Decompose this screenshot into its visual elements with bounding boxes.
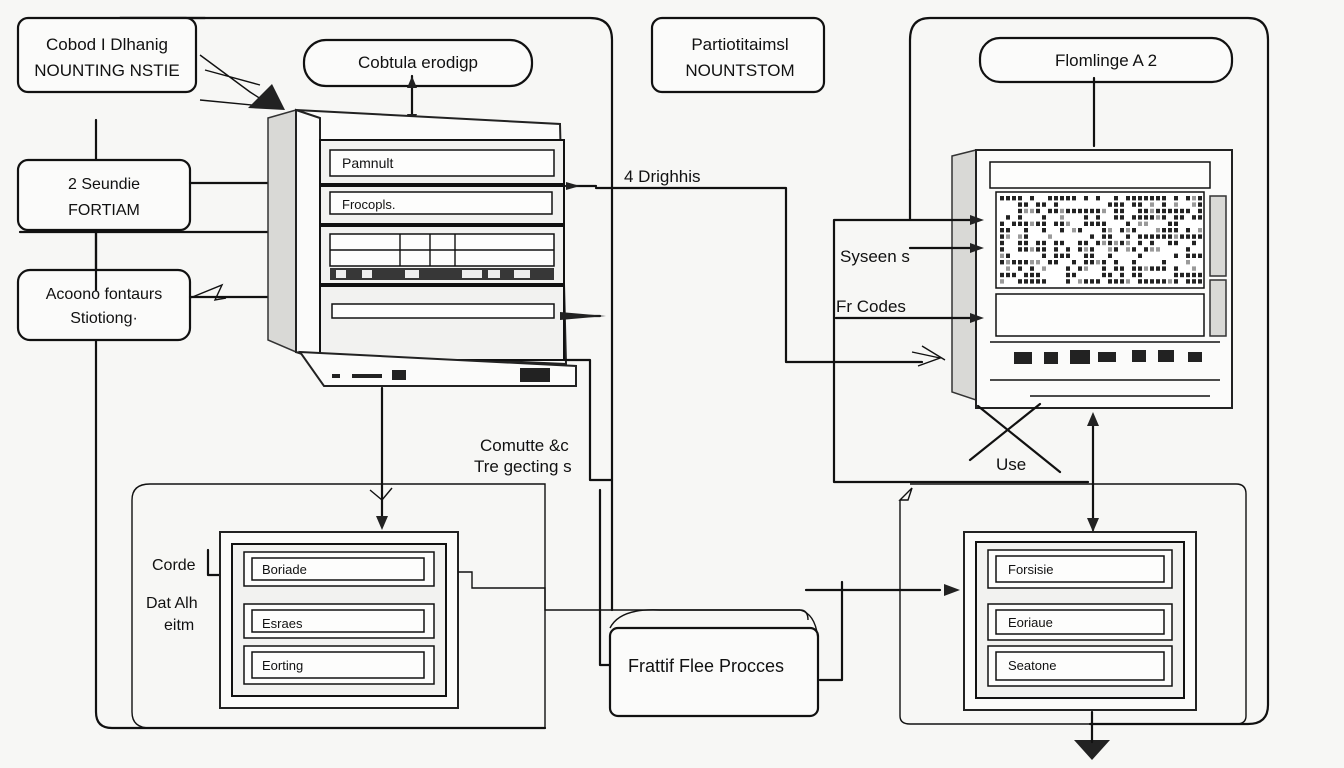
top-left-box-line2: NOUNTING NSTIE — [34, 61, 179, 80]
drights-sketch — [911, 345, 946, 367]
right-panel-row-2: Eoriaue — [987, 603, 1173, 641]
left-side-label-3: eitm — [164, 617, 194, 634]
server-slot-2-label: Frocopls. — [342, 197, 395, 212]
label-compute-line1: Comutte &c — [480, 436, 569, 455]
monitor-screen-pixels — [1000, 196, 1202, 284]
right-panel-row-3-label: Seatone — [1008, 658, 1056, 673]
drights-connector — [594, 186, 924, 364]
right-vertical-arrowheads — [1087, 412, 1099, 532]
top-center-box: Partiotitaimsl NOUNTSTOM — [650, 16, 826, 94]
right-panel-row-3: Seatone — [987, 645, 1173, 687]
server-slot-4 — [331, 303, 555, 319]
left-panel-row-1: Boriade — [243, 551, 435, 587]
rack-right-arrowheads — [560, 182, 606, 320]
left-box-1-line2: FORTIAM — [68, 202, 140, 219]
bottom-left-container — [131, 483, 546, 729]
server-slot-1-label: Pamnult — [342, 155, 393, 171]
right-panel-row-1-label: Forsisie — [1008, 562, 1054, 577]
top-center-box-line2: NOUNTSTOM — [685, 61, 794, 80]
center-process-label: Frattif Flee Procces — [628, 656, 784, 676]
left-panel-connector — [458, 571, 809, 621]
rack-down-sketch — [369, 487, 393, 501]
left-box-2: Acoono fontaurs Stiotiong· — [16, 268, 192, 342]
center-to-right-connector — [804, 580, 942, 682]
bottom-left-panel: Boriade Esraes Eorting — [219, 531, 459, 709]
left-box-1: 2 Seundie FORTIAM — [16, 158, 192, 232]
label-compute-line2: Tre gecting s — [474, 457, 572, 476]
left-panel-row-1-label: Boriade — [262, 562, 307, 577]
right-link-lines — [832, 148, 1090, 484]
top-left-box-line1: Cobod I Dlhanig — [46, 35, 168, 54]
bottom-right-fold — [898, 487, 913, 501]
left-side-label-2: Dat Alh — [146, 595, 198, 612]
center-process-box: Frattif Flee Procces — [608, 609, 820, 718]
monitor-screen — [995, 191, 1205, 289]
server-slot-1 — [329, 149, 555, 177]
top-left-box: Cobod I Dlhanig NOUNTING NSTIE — [16, 16, 198, 94]
top-pill-1: Cobtula erodigp — [302, 38, 534, 88]
right-panel-row-1: Forsisie — [987, 549, 1173, 589]
left-box-1-line1: 2 Seundie — [68, 176, 140, 193]
left-panel-row-3-label: Eorting — [262, 658, 303, 673]
server-slot-2 — [329, 191, 553, 215]
label-codes: Fr Codes — [836, 297, 906, 316]
label-use: Use — [996, 455, 1026, 474]
right-panel-row-2-label: Eoriaue — [1008, 615, 1053, 630]
top-pill-2-label: Flomlinge A 2 — [1055, 51, 1157, 70]
left-panel-row-2-label: Esraes — [262, 616, 303, 631]
top-pill-2: Flomlinge A 2 — [978, 36, 1234, 84]
left-side-label-1: Corde — [152, 557, 196, 574]
left-box-2-line1: Acoono fontaurs — [46, 286, 163, 303]
bottom-right-panel: Forsisie Eoriaue Seatone — [963, 531, 1197, 711]
label-syseens: Syseen s — [840, 247, 910, 266]
bottom-right-container — [899, 483, 1247, 725]
center-to-right-arrowhead — [944, 584, 960, 596]
left-panel-row-2: Esraes — [243, 603, 435, 639]
top-left-arrow-head — [248, 84, 285, 110]
server-rack: Pamnult Frocopls. — [267, 108, 577, 387]
bottom-arrow — [1074, 740, 1110, 760]
left-panel-row-3: Eorting — [243, 645, 435, 685]
corde-bracket — [206, 548, 226, 577]
server-grid — [329, 233, 555, 280]
rack-right-arrows — [564, 184, 614, 482]
monitor-device — [951, 149, 1233, 409]
left-frame — [94, 16, 614, 730]
left-link-lines — [18, 181, 302, 299]
top-pill-1-label: Cobtula erodigp — [358, 53, 478, 72]
left-box-2-line2: Stiotiong· — [70, 310, 138, 327]
use-cross — [968, 402, 1062, 474]
right-frame — [908, 16, 1270, 726]
top-center-box-line1: Partiotitaimsl — [691, 35, 788, 54]
rack-down-arrowhead — [376, 516, 388, 530]
left-box-2-sketch — [189, 283, 227, 301]
label-4-drights: 4 Drighhis — [624, 167, 701, 186]
